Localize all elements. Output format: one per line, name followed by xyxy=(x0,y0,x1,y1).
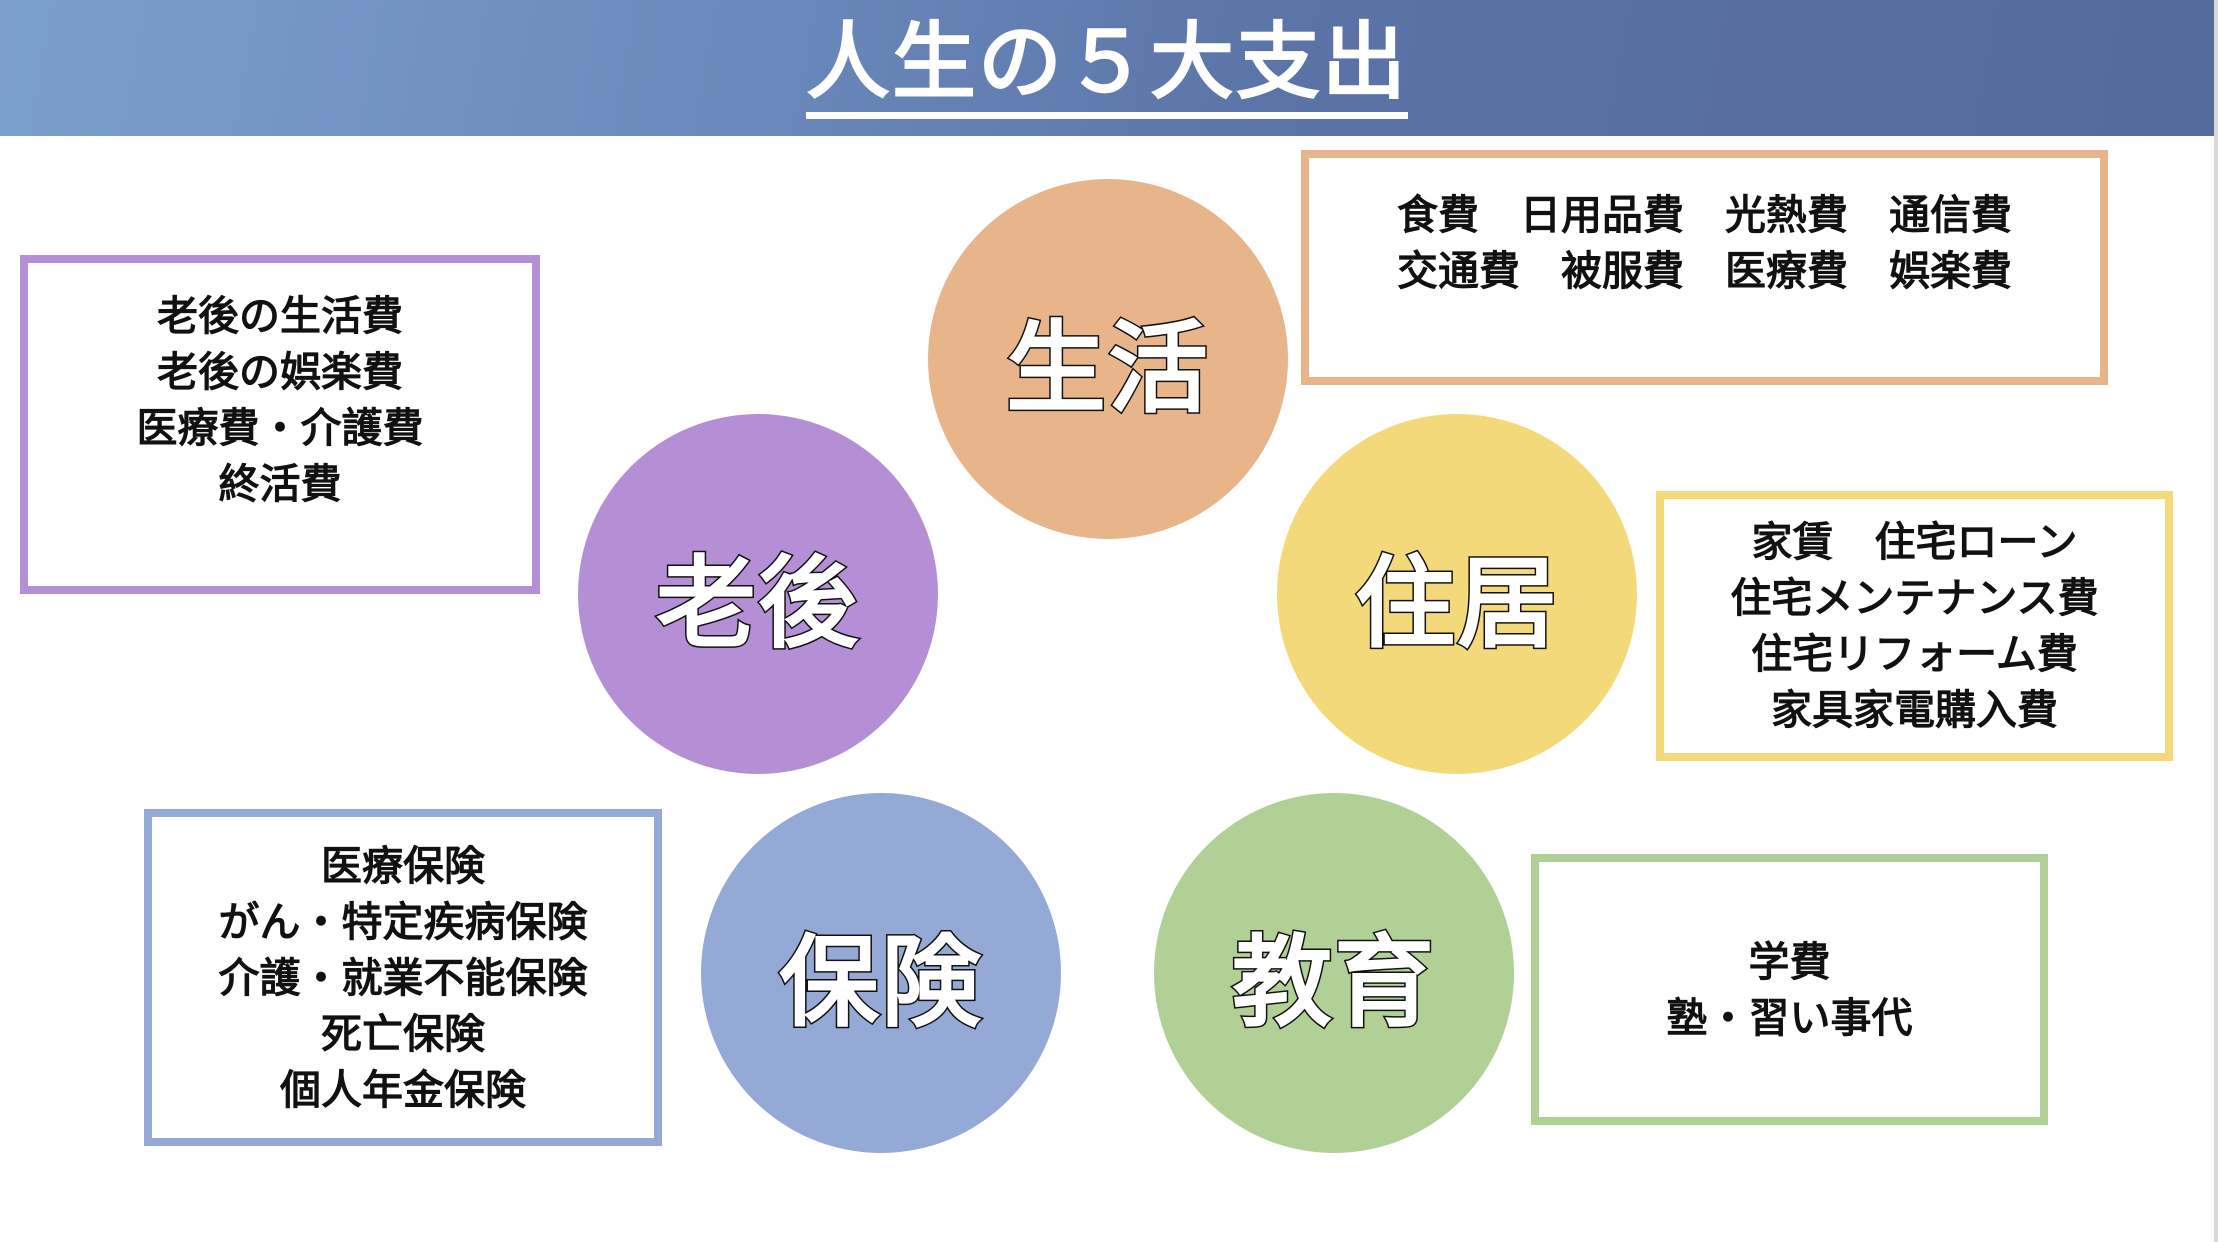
box-rougo: 老後の生活費 老後の娯楽費 医療費・介護費 終活費 xyxy=(20,255,540,594)
circle-label: 老後 xyxy=(655,543,860,663)
circle-rougo: 老後 xyxy=(578,414,938,774)
expense-item: 学費 xyxy=(1748,937,1831,986)
expense-item: 医療保険 xyxy=(321,841,485,890)
expense-item: 個人年金保険 xyxy=(280,1065,526,1114)
circle-seikatsu: 生活 xyxy=(928,179,1288,539)
expense-item: 老後の娯楽費 xyxy=(157,347,403,396)
expense-item: 塾・習い事代 xyxy=(1666,993,1913,1042)
circle-label: 住居 xyxy=(1354,543,1559,663)
expense-item: 交通費 被服費 医療費 娯楽費 xyxy=(1397,246,2012,295)
slide-edge xyxy=(2214,0,2218,1242)
circle-label: 教育 xyxy=(1231,922,1436,1042)
expense-item: 老後の生活費 xyxy=(157,291,403,340)
expense-item: 死亡保険 xyxy=(321,1009,485,1058)
expense-item: 終活費 xyxy=(218,459,342,508)
page-title: 人生の５大支出 xyxy=(0,12,2214,119)
expense-item: 食費 日用品費 光熱費 通信費 xyxy=(1397,190,2012,239)
circle-juukyo: 住居 xyxy=(1277,414,1637,774)
circle-kyouiku: 教育 xyxy=(1154,793,1514,1153)
circle-label: 生活 xyxy=(1005,308,1210,428)
circle-label: 保険 xyxy=(778,922,983,1042)
title-banner: 人生の５大支出 xyxy=(0,0,2214,136)
expense-item: 家具家電購入費 xyxy=(1771,686,2058,734)
box-juukyo: 家賃 住宅ローン 住宅メンテナンス費 住宅リフォーム費 家具家電購入費 xyxy=(1656,491,2173,761)
expense-item: 介護・就業不能保険 xyxy=(218,953,588,1002)
box-hoken: 医療保険 がん・特定疾病保険 介護・就業不能保険 死亡保険 個人年金保険 xyxy=(144,809,662,1146)
title-text: 人生の５大支出 xyxy=(805,12,1408,119)
expense-item: 住宅リフォーム費 xyxy=(1751,630,2078,678)
expense-item: 医療費・介護費 xyxy=(136,403,424,452)
expense-item: 住宅メンテナンス費 xyxy=(1730,574,2099,622)
box-seikatsu: 食費 日用品費 光熱費 通信費 交通費 被服費 医療費 娯楽費 xyxy=(1301,150,2108,385)
circle-hoken: 保険 xyxy=(701,793,1061,1153)
expense-item: 家賃 住宅ローン xyxy=(1751,518,2078,566)
expense-item: がん・特定疾病保険 xyxy=(218,897,588,946)
box-kyouiku: 学費 塾・習い事代 xyxy=(1531,854,2048,1125)
